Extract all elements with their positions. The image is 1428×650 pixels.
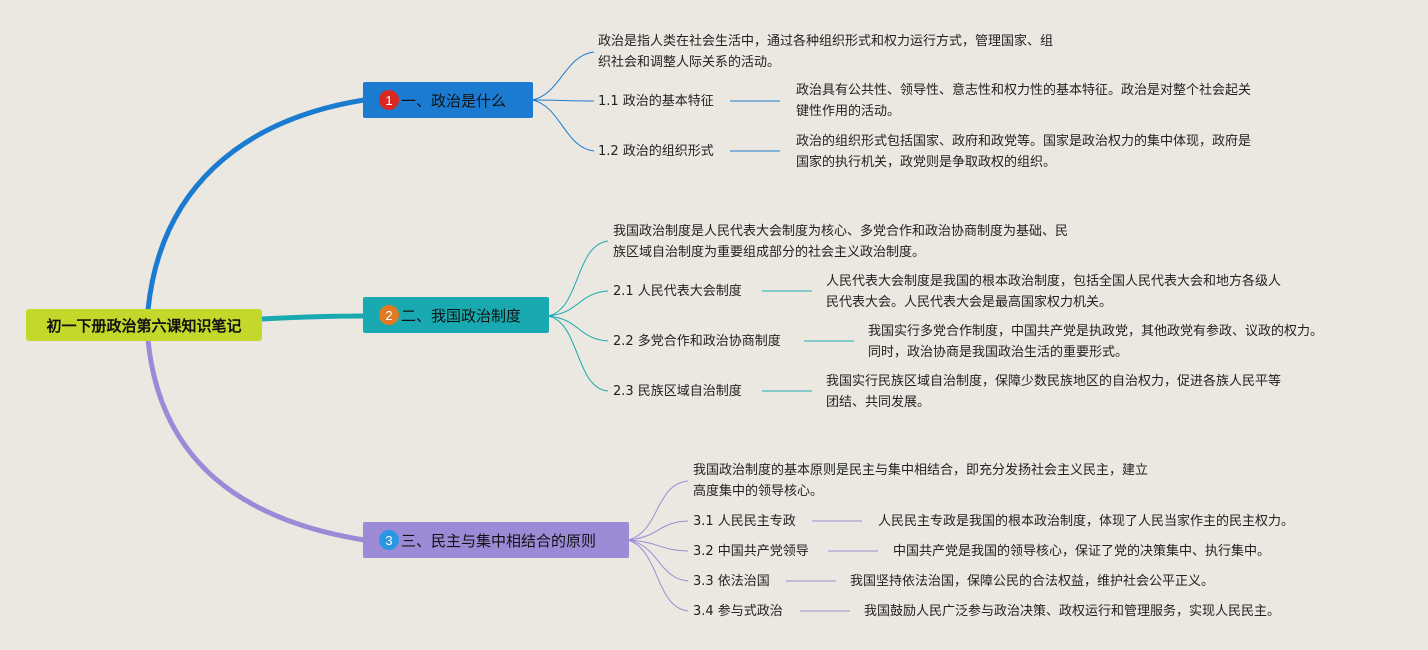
detail-line: 政治具有公共性、领导性、意志性和权力性的基本特征。政治是对整个社会起关 — [796, 83, 1252, 98]
branch3-sub-lines — [627, 480, 878, 612]
branch1-sub-lines — [531, 51, 780, 152]
summary-line: 织社会和调整人际关系的活动。 — [598, 55, 781, 70]
detail-line: 我国实行多党合作制度，中国共产党是执政党，其他政党有参政、议政的权力。 — [868, 324, 1324, 339]
number-badge-1: 1 — [379, 90, 399, 110]
detail-line: 国家的执行机关，政党则是争取政权的组织。 — [796, 155, 1057, 170]
summary-line: 我国政治制度的基本原则是民主与集中相结合，即充分发扬社会主义民主，建立 — [693, 463, 1149, 478]
subtopic-label[interactable]: 3.3 依法治国 — [693, 574, 770, 589]
detail-line: 政治的组织形式包括国家、政府和政党等。国家是政治权力的集中体现，政府是 — [796, 134, 1252, 149]
detail-line: 键性作用的活动。 — [796, 104, 901, 119]
subtopic-label[interactable]: 3.4 参与式政治 — [693, 604, 783, 619]
detail-line: 我国坚持依法治国，保障公民的合法权益，维护社会公平正义。 — [850, 574, 1215, 589]
branch-label-2: 二、我国政治制度 — [401, 306, 522, 325]
subtopic-label[interactable]: 2.1 人民代表大会制度 — [613, 284, 742, 299]
detail-line: 我国鼓励人民广泛参与政治决策、政权运行和管理服务，实现人民民主。 — [864, 604, 1281, 619]
summary-line: 族区域自治制度为重要组成部分的社会主义政治制度。 — [613, 245, 926, 260]
branch-label-1: 一、政治是什么 — [401, 91, 507, 110]
number-badge-2: 2 — [379, 305, 399, 325]
detail-line: 团结、共同发展。 — [826, 395, 931, 410]
summary-line: 政治是指人类在社会生活中，通过各种组织形式和权力运行方式，管理国家、组 — [598, 34, 1054, 49]
branch2-sub-lines — [547, 240, 854, 392]
summary-line: 高度集中的领导核心。 — [693, 484, 824, 499]
summary-line: 我国政治制度是人民代表大会制度为核心、多党合作和政治协商制度为基础、民 — [613, 224, 1069, 239]
subtopic-label[interactable]: 1.1 政治的基本特征 — [598, 94, 714, 109]
subtopic-label[interactable]: 3.1 人民民主专政 — [693, 514, 796, 529]
subtopic-label[interactable]: 2.3 民族区域自治制度 — [613, 384, 742, 399]
detail-line: 民代表大会。人民代表大会是最高国家权力机关。 — [826, 295, 1113, 310]
detail-line: 人民代表大会制度是我国的根本政治制度，包括全国人民代表大会和地方各级人 — [826, 274, 1282, 289]
trunk-line-2 — [259, 313, 367, 322]
root-label: 初一下册政治第六课知识笔记 — [46, 316, 242, 335]
detail-line: 我国实行民族区域自治制度，保障少数民族地区的自治权力，促进各族人民平等 — [826, 374, 1282, 389]
number-badge-3: 3 — [379, 530, 399, 550]
trunk-line-3 — [145, 337, 367, 543]
subtopic-label[interactable]: 3.2 中国共产党领导 — [693, 544, 809, 559]
branch-topic-2[interactable]: 2 二、我国政治制度 — [363, 297, 549, 333]
subtopic-label[interactable]: 2.2 多党合作和政治协商制度 — [613, 334, 781, 349]
detail-line: 同时，政治协商是我国政治生活的重要形式。 — [868, 345, 1129, 360]
subtopic-label[interactable]: 1.2 政治的组织形式 — [598, 144, 714, 159]
detail-line: 中国共产党是我国的领导核心，保证了党的决策集中、执行集中。 — [893, 544, 1271, 559]
branch-topic-3[interactable]: 3 三、民主与集中相结合的原则 — [363, 522, 629, 558]
detail-line: 人民民主专政是我国的根本政治制度，体现了人民当家作主的民主权力。 — [878, 514, 1295, 529]
branch-label-3: 三、民主与集中相结合的原则 — [401, 531, 597, 550]
root-topic[interactable]: 初一下册政治第六课知识笔记 — [26, 309, 262, 341]
trunk-line-1 — [145, 97, 367, 313]
branch-topic-1[interactable]: 1 一、政治是什么 — [363, 82, 533, 118]
